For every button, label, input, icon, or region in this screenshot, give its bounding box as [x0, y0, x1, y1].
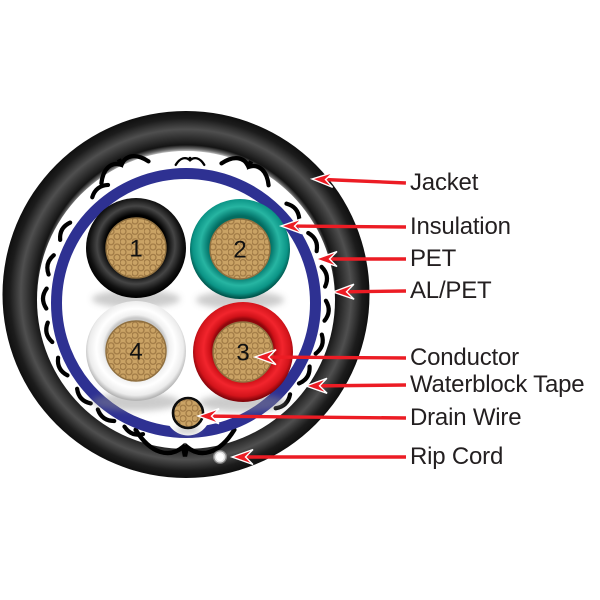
conductor-2-number: 2: [233, 237, 246, 264]
rip-cord: [213, 450, 227, 464]
callout-arrow-pet: [313, 250, 406, 268]
callout-arrow-drain-wire: [195, 408, 407, 425]
arrowhead-icon: [330, 283, 355, 300]
callout-arrow-conductor: [252, 348, 407, 366]
conductor-2-core: [209, 218, 271, 280]
conductor-3: 3: [193, 302, 293, 402]
label-conductor: Conductor: [410, 344, 519, 371]
waterblock-tape-scallops: [40, 154, 331, 457]
callout-arrow-al-pet: [330, 283, 407, 300]
label-rip-cord: Rip Cord: [410, 443, 504, 470]
label-insulation: Insulation: [410, 213, 511, 240]
conductor-4-number: 4: [129, 339, 142, 366]
conductor-1-core: [105, 217, 167, 279]
drain-wire: [171, 396, 205, 430]
conductor-4-core: [105, 320, 167, 382]
callout-arrow-jacket: [309, 171, 406, 189]
conductor-4: 4: [86, 301, 186, 401]
arrowhead-icon: [278, 218, 303, 235]
conductor-1: 1: [86, 198, 186, 298]
conductor-shadows: [92, 290, 287, 434]
arrowhead-icon: [303, 377, 328, 394]
label-drain-wire: Drain Wire: [410, 404, 522, 431]
arrowhead-icon: [195, 408, 220, 425]
label-pet: PET: [410, 245, 457, 272]
callout-arrow-insulation: [278, 218, 407, 235]
label-waterblock-tape: Waterblock Tape: [410, 371, 585, 398]
arrowhead-icon: [309, 171, 334, 189]
label-jacket: Jacket: [410, 169, 479, 196]
conductor-1-number: 1: [129, 236, 142, 263]
conductor-3-number: 3: [236, 340, 249, 367]
callout-arrows: [195, 171, 407, 466]
callout-arrow-waterblock-tape: [303, 377, 407, 394]
arrowhead-icon: [229, 448, 254, 466]
conductor-2: 2: [190, 199, 290, 299]
label-al-pet: AL/PET: [410, 277, 492, 304]
arrowhead-icon: [313, 250, 338, 268]
callout-arrow-rip-cord: [229, 448, 406, 466]
arrowhead-icon: [252, 348, 277, 366]
